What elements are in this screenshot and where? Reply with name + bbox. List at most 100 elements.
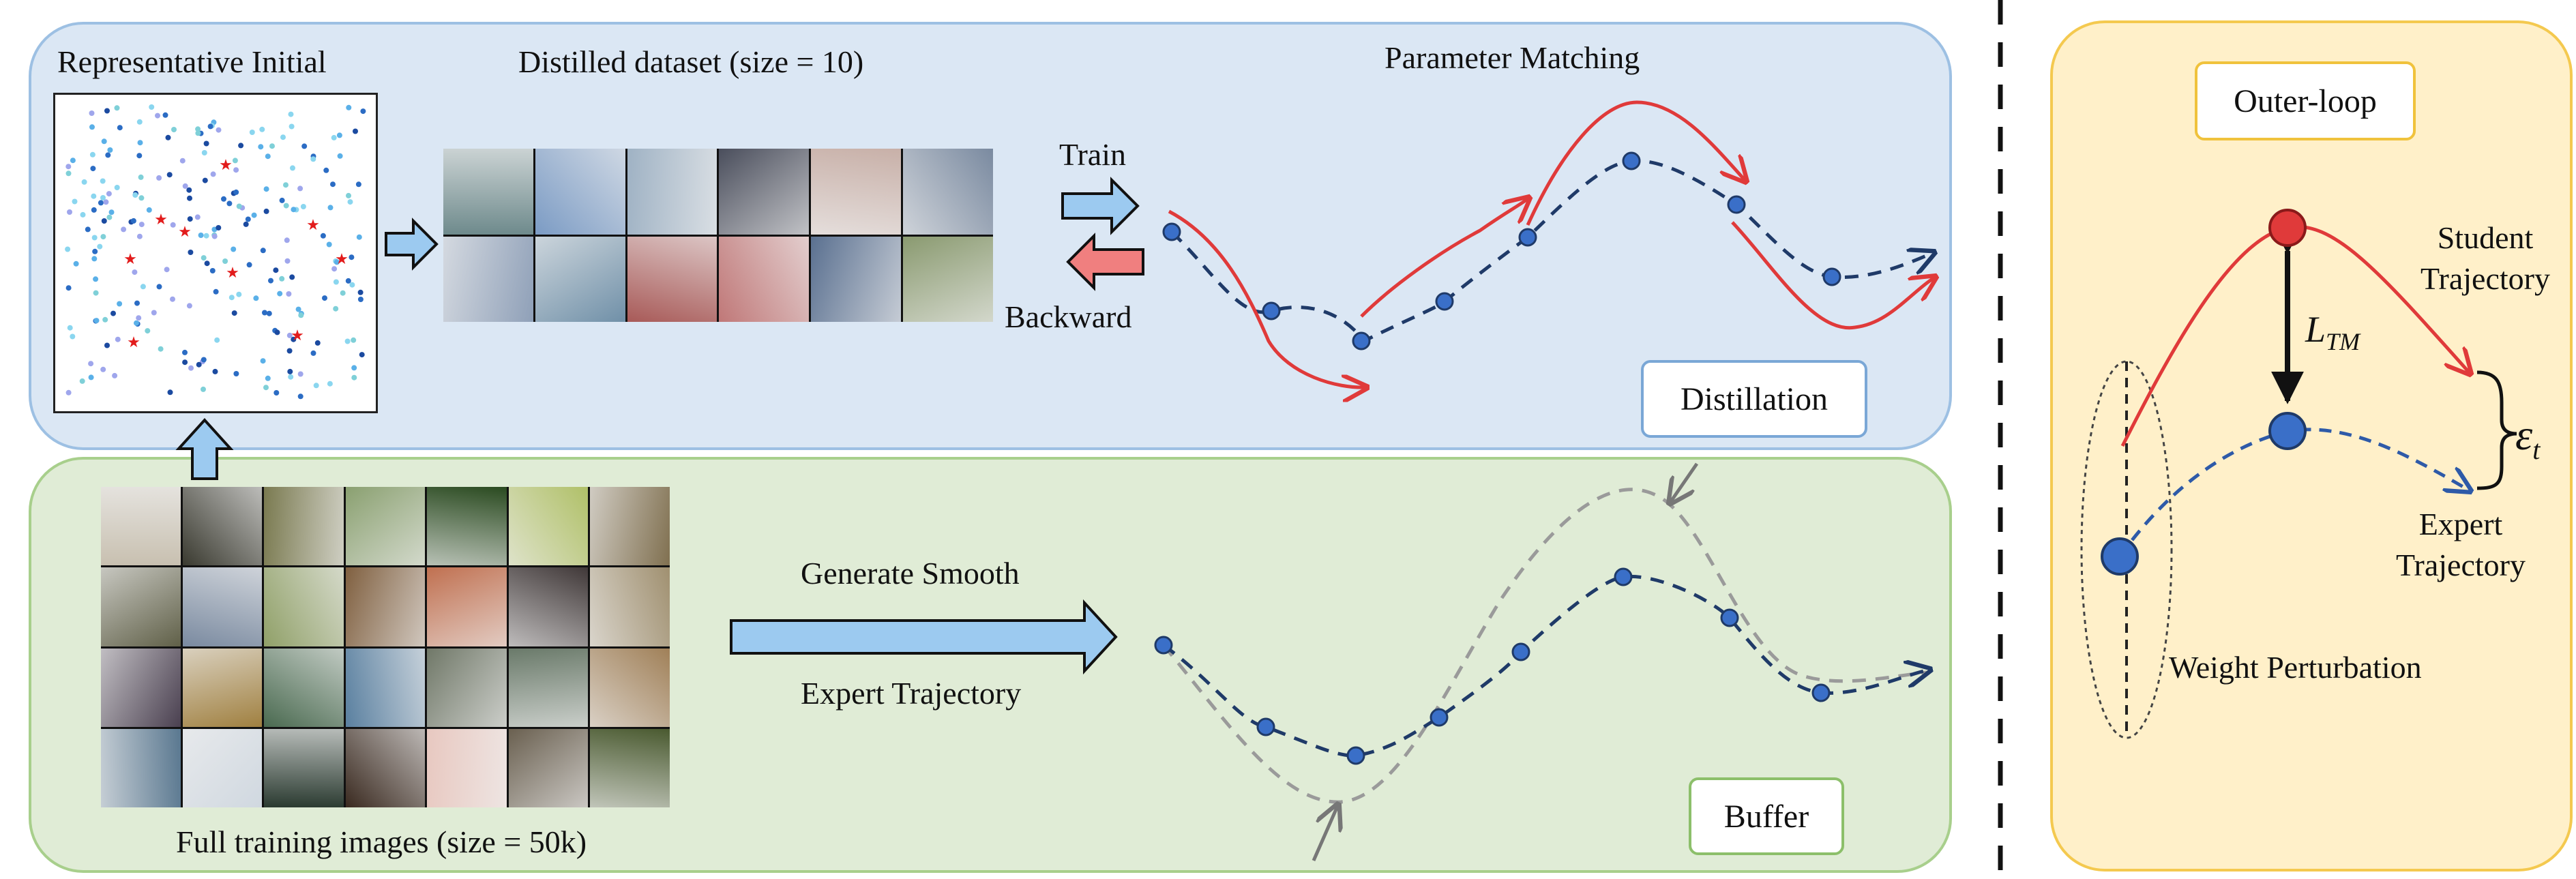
- representative-initial-label: Representative Initial: [57, 44, 327, 79]
- representative-star-marker: ★: [127, 334, 140, 351]
- scatter-point: [222, 258, 228, 264]
- scatter-point: [290, 165, 295, 171]
- scatter-point: [136, 315, 142, 321]
- distilled-image-tile: [443, 236, 533, 322]
- training-image-tile: [182, 728, 263, 807]
- scatter-point: [100, 234, 106, 240]
- full-training-images-grid: [101, 487, 670, 807]
- training-image-tile: [590, 728, 670, 807]
- distillation-tag: Distillation: [1641, 360, 1867, 438]
- scatter-point: [67, 209, 72, 215]
- scatter-point: [149, 104, 155, 110]
- representative-star-marker: ★: [178, 224, 192, 241]
- scatter-point: [166, 172, 173, 178]
- scatter-point: [101, 218, 107, 224]
- representative-star-marker: ★: [335, 251, 349, 268]
- scatter-point: [260, 248, 266, 254]
- scatter-point: [231, 246, 237, 252]
- scatter-point: [273, 267, 279, 273]
- scatter-point: [327, 205, 334, 211]
- scatter-point: [93, 318, 100, 324]
- scatter-point: [89, 110, 95, 116]
- top-point: [1435, 292, 1454, 311]
- scatter-point: [357, 289, 364, 295]
- distilled-dataset-label: Distilled dataset (size = 10): [518, 44, 864, 79]
- scatter-point: [349, 254, 355, 260]
- scatter-point: [85, 226, 91, 233]
- representative-star-marker: ★: [123, 251, 137, 268]
- scatter-point: [170, 296, 175, 302]
- scatter-point: [288, 111, 294, 117]
- scatter-point: [100, 195, 106, 200]
- scatter-point: [65, 389, 72, 396]
- scatter-point: [349, 282, 355, 288]
- scatter-point: [310, 156, 316, 162]
- distilled-image-tile: [811, 236, 902, 322]
- scatter-point: [346, 104, 352, 110]
- training-image-tile: [345, 487, 426, 566]
- scatter-point: [136, 233, 143, 239]
- scatter-point: [288, 123, 295, 130]
- scatter-point: [106, 214, 113, 220]
- scatter-point: [134, 300, 140, 306]
- scatter-point: [331, 134, 337, 140]
- scatter-point: [167, 389, 173, 396]
- top-point: [1822, 267, 1841, 286]
- expert-trajectory-bottom: [1162, 574, 1930, 758]
- scatter-point: [93, 276, 99, 282]
- scatter-point: [91, 193, 97, 199]
- scatter-point: [265, 153, 271, 160]
- scatter-point: [355, 181, 361, 188]
- scatter-point: [110, 310, 116, 316]
- scatter-point: [186, 187, 192, 193]
- scatter-point: [194, 214, 201, 220]
- scatter-point: [138, 174, 144, 180]
- representative-scatter-plot: ★★★★★★★★★: [53, 93, 378, 413]
- scatter-point: [236, 291, 242, 297]
- scatter-point: [331, 266, 338, 272]
- scatter-point: [204, 260, 210, 267]
- scatter-point: [134, 320, 139, 326]
- scatter-point: [136, 119, 143, 125]
- training-image-tile: [508, 487, 589, 566]
- distilled-image-tile: [719, 149, 810, 235]
- scatter-point: [117, 301, 123, 307]
- perturbation-ellipse: [2080, 360, 2173, 739]
- student-point: [2268, 209, 2307, 247]
- scatter-point: [232, 158, 238, 164]
- scatter-point: [277, 290, 283, 297]
- scatter-point: [333, 306, 339, 312]
- scatter-point: [283, 203, 289, 209]
- scatter-point: [262, 310, 267, 316]
- scatter-point: [182, 349, 188, 355]
- training-image-tile: [264, 567, 344, 646]
- training-image-tile: [590, 487, 670, 566]
- scatter-point: [259, 126, 265, 132]
- backward-arrow-icon: [1066, 233, 1144, 291]
- scatter-point: [201, 255, 207, 261]
- scatter-point: [100, 178, 106, 184]
- scatter-point: [213, 288, 219, 295]
- outer-loop-panel: [2050, 20, 2573, 871]
- scatter-point: [92, 248, 98, 254]
- scatter-point: [249, 130, 255, 135]
- training-image-tile: [101, 648, 181, 727]
- scatter-point: [140, 284, 146, 290]
- backward-label: Backward: [1005, 299, 1132, 334]
- distilled-image-tile: [443, 149, 533, 235]
- top-point: [1518, 228, 1537, 247]
- train-arrow-icon: [1061, 177, 1140, 235]
- scatter-point: [287, 368, 293, 374]
- top-point: [1622, 151, 1641, 170]
- scatter-point: [201, 386, 206, 392]
- up-arrow-icon: [175, 418, 234, 480]
- training-image-tile: [264, 728, 344, 807]
- scatter-point: [300, 204, 306, 209]
- scatter-point: [233, 189, 239, 195]
- scatter-point: [280, 134, 286, 140]
- scatter-point: [117, 125, 123, 131]
- bottom-point: [1614, 567, 1633, 586]
- distilled-image-tile: [627, 149, 717, 235]
- scatter-point: [245, 216, 251, 222]
- bottom-point: [1811, 683, 1831, 702]
